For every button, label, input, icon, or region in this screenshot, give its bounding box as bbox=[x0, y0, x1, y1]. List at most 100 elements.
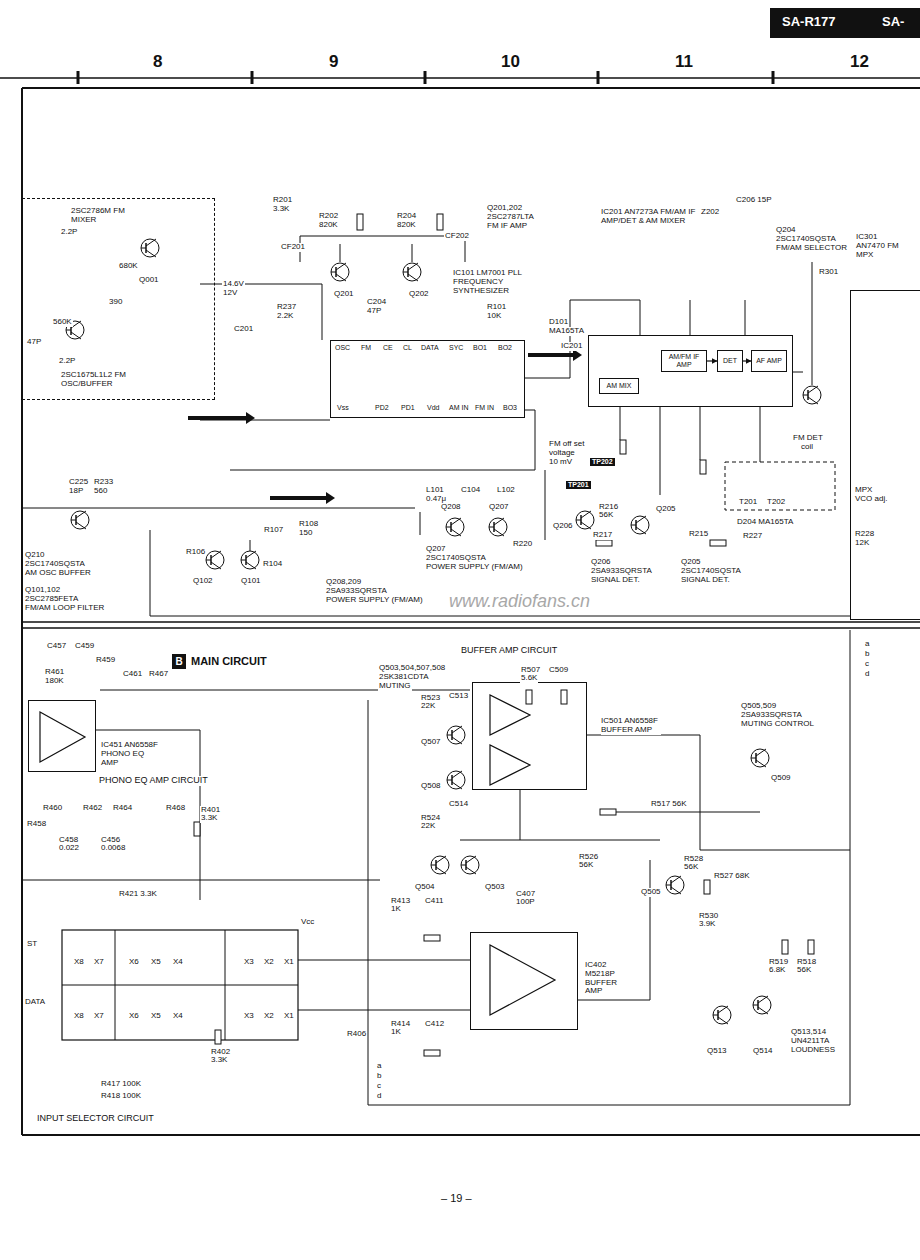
wire bbox=[225, 930, 226, 1040]
part-label: X2 bbox=[263, 1012, 275, 1021]
part-label: C461 bbox=[122, 670, 143, 679]
part-label: 56K bbox=[683, 863, 699, 872]
transistor-lead bbox=[436, 856, 446, 863]
transistor-lead bbox=[206, 560, 211, 561]
part-label: 3.3K bbox=[200, 814, 218, 823]
part-label: R101 bbox=[486, 303, 507, 312]
node-text: IC301 AN7470 FM MPX bbox=[856, 233, 901, 259]
resistor-symbol bbox=[600, 809, 616, 815]
transistor-lead bbox=[446, 527, 451, 528]
part-label: 560K bbox=[52, 318, 73, 327]
part-label: R215 bbox=[688, 530, 709, 539]
wire bbox=[600, 812, 760, 813]
transistor-lead bbox=[336, 274, 346, 281]
wire bbox=[298, 960, 470, 961]
function-block: AM MIX bbox=[599, 378, 639, 394]
transistor-symbol bbox=[447, 726, 465, 744]
part-label: X7 bbox=[93, 958, 105, 967]
signal-arrow-head bbox=[326, 492, 335, 504]
part-label: Q101,102 bbox=[24, 586, 61, 595]
part-label: Q101 bbox=[240, 577, 262, 586]
transistor-lead bbox=[636, 527, 646, 534]
wire bbox=[525, 300, 640, 378]
wire bbox=[115, 930, 116, 1040]
part-label: 3.9K bbox=[698, 920, 716, 929]
part-label: 56K bbox=[796, 966, 812, 975]
part-label: X4 bbox=[172, 958, 184, 967]
part-label: X1 bbox=[283, 958, 295, 967]
resistor-symbol bbox=[194, 822, 200, 836]
part-label: MPX bbox=[854, 486, 873, 495]
wire bbox=[578, 860, 650, 1000]
signal-arrow-head bbox=[573, 349, 582, 361]
part-label: R467 bbox=[148, 670, 169, 679]
wire bbox=[545, 470, 546, 540]
node-text: IC101 LM7001 PLL FREQUENCY SYNTHESIZER bbox=[453, 269, 548, 295]
part-label: X8 bbox=[73, 1012, 85, 1021]
part-label: b bbox=[376, 1072, 382, 1081]
part-label: C457 bbox=[46, 642, 67, 651]
transistor-symbol bbox=[141, 239, 159, 257]
part-label: X3 bbox=[243, 958, 255, 967]
part-label: Q202 bbox=[408, 290, 430, 299]
part-label: INPUT SELECTOR CIRCUIT bbox=[36, 1114, 155, 1124]
part-label: 2SC1740SQSTA bbox=[24, 560, 86, 569]
wire bbox=[660, 407, 661, 495]
part-label: 1K bbox=[390, 905, 402, 914]
part-label: 2SC1740SQSTA bbox=[425, 554, 487, 563]
transistor-lead bbox=[466, 867, 476, 874]
transistor-lead bbox=[489, 527, 494, 528]
part-label: Vss bbox=[336, 404, 350, 412]
function-block: AM/FM IF AMP bbox=[661, 350, 707, 372]
resistor-symbol bbox=[782, 940, 788, 954]
transistor-lead bbox=[753, 1005, 758, 1006]
wire bbox=[460, 840, 660, 841]
transistor-lead bbox=[146, 250, 156, 257]
part-label: AM IN bbox=[448, 404, 469, 412]
part-label: T201 bbox=[738, 498, 758, 507]
part-label: R217 bbox=[592, 531, 613, 540]
part-label: C514 bbox=[448, 800, 469, 809]
wire bbox=[690, 300, 691, 335]
transistor-lead bbox=[452, 782, 462, 789]
wire bbox=[150, 530, 850, 616]
wire bbox=[22, 880, 380, 881]
wire bbox=[587, 735, 850, 850]
part-label: D204 MA165TA bbox=[736, 518, 794, 527]
part-label: a bbox=[864, 640, 870, 649]
heading-label: 8 bbox=[152, 53, 163, 72]
part-label: Q208 bbox=[440, 503, 462, 512]
part-label: Q513 bbox=[706, 1047, 728, 1056]
part-label: 2SK381CDTA bbox=[378, 673, 430, 682]
heading-label: 9 bbox=[328, 53, 339, 72]
transistor-lead bbox=[581, 522, 591, 529]
part-label: X3 bbox=[243, 1012, 255, 1021]
part-label: SIGNAL DET. bbox=[590, 576, 641, 585]
frame-line bbox=[22, 87, 920, 89]
transistor-symbol bbox=[753, 996, 771, 1014]
section-divider bbox=[22, 627, 920, 629]
node-text: DET bbox=[723, 357, 737, 365]
transistor-symbol bbox=[631, 516, 649, 534]
part-label: 1K bbox=[390, 1028, 402, 1037]
part-label: voltage bbox=[548, 449, 576, 458]
part-label: X5 bbox=[150, 958, 162, 967]
transistor-lead bbox=[246, 551, 256, 558]
wire bbox=[340, 244, 341, 262]
wire bbox=[812, 262, 813, 385]
part-label: Q505 bbox=[640, 888, 662, 897]
part-label: Q207 bbox=[488, 503, 510, 512]
resistor-symbol bbox=[561, 690, 567, 704]
transistor-lead bbox=[241, 560, 246, 561]
part-label: 180K bbox=[44, 677, 65, 686]
ruler-tick bbox=[772, 71, 775, 84]
wire bbox=[250, 540, 251, 551]
part-label: 12V bbox=[222, 289, 238, 298]
part-label: PD2 bbox=[374, 404, 390, 412]
transistor-lead bbox=[808, 386, 818, 393]
transistor-lead bbox=[631, 525, 636, 526]
opamp-symbol bbox=[40, 712, 85, 762]
wire bbox=[230, 470, 535, 471]
part-label: L102 bbox=[496, 486, 516, 495]
